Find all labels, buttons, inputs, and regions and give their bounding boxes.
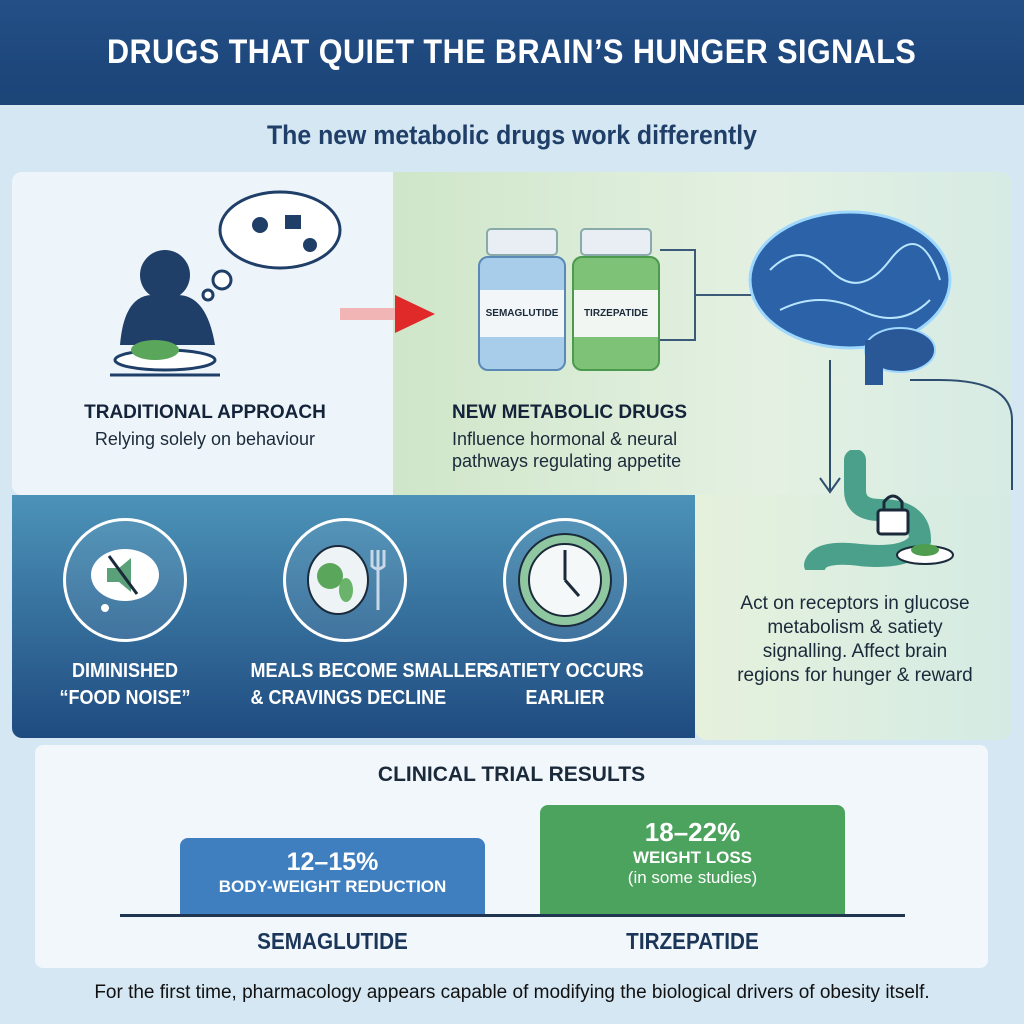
benefit-line: EARLIER	[525, 687, 605, 709]
receptors-line-4: regions for hunger & reward	[737, 665, 973, 686]
header-banner: DRUGS THAT QUIET THE BRAIN’S HUNGER SIGN…	[0, 0, 1024, 105]
lock-icon	[876, 508, 910, 536]
connector-lines	[660, 249, 755, 341]
bottle-label: SEMAGLUTIDE	[480, 290, 564, 337]
footer-note: For the first time, pharmacology appears…	[94, 982, 930, 1003]
benefit-line: “FOOD NOISE”	[59, 687, 191, 709]
clock-icon	[518, 533, 612, 627]
new-drugs-heading: NEW METABOLIC DRUGS	[452, 402, 688, 423]
subtitle: The new metabolic drugs work differently	[267, 120, 757, 150]
traditional-text: Relying solely on behaviour	[94, 429, 316, 449]
brain-icon	[748, 210, 952, 385]
flow-lines	[819, 360, 1013, 494]
benefit-food-noise: DIMINISHED “FOOD NOISE”	[20, 518, 230, 712]
receptors-line-2: metabolism & satiety	[767, 617, 943, 638]
chart-title: CLINICAL TRIAL RESULTS	[377, 763, 646, 786]
receptors-text: Act on receptors in glucose metabolism &…	[700, 592, 1010, 688]
tirzepatide-bottle: TIRZEPATIDE	[572, 228, 660, 373]
receptors-line-3: signalling. Affect brain	[762, 641, 948, 662]
benefit-smaller-meals: MEALS BECOME SMALLER & CRAVINGS DECLINE	[240, 518, 490, 712]
benefit-line: DIMINISHED	[71, 660, 179, 682]
benefit-satiety: SATIETY OCCURS EARLIER	[460, 518, 670, 712]
benefit-line: & CRAVINGS DECLINE	[250, 687, 447, 709]
benefit-line: MEALS BECOME SMALLER	[250, 660, 490, 682]
stressed-eater-icon	[110, 190, 342, 377]
benefit-line: SATIETY OCCURS	[486, 660, 644, 682]
receptors-line-1: Act on receptors in glucose	[740, 593, 970, 614]
arrow-right-icon	[340, 295, 435, 333]
new-drugs-text-2: pathways regulating appetite	[452, 451, 682, 471]
muted-speaker-thought-icon	[91, 549, 159, 612]
plate-fork-icon	[307, 545, 386, 615]
page-title: DRUGS THAT QUIET THE BRAIN’S HUNGER SIGN…	[107, 33, 917, 71]
traditional-heading: TRADITIONAL APPROACH	[84, 402, 326, 423]
stomach-icon	[804, 450, 954, 570]
bottle-label: TIRZEPATIDE	[574, 290, 658, 337]
new-drugs-text-1: Influence hormonal & neural	[452, 429, 678, 449]
receptors-panel	[695, 495, 1012, 740]
semaglutide-bottle: SEMAGLUTIDE	[478, 228, 566, 373]
